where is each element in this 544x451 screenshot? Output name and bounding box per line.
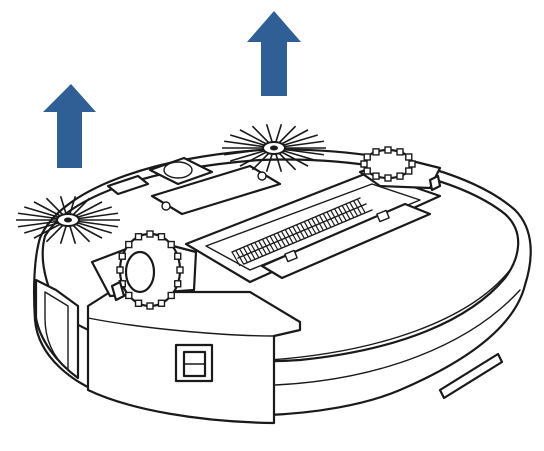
panel-screw-left — [161, 201, 171, 211]
drive-wheel-right — [358, 146, 442, 190]
roller-bristle — [307, 219, 317, 235]
tread-block — [174, 252, 182, 260]
latch-right — [376, 209, 390, 223]
tread-block — [363, 167, 371, 175]
side-brush-left — [16, 196, 120, 244]
tread-block — [405, 167, 413, 175]
roller-bristle — [280, 230, 290, 246]
roller-bristle — [345, 203, 355, 219]
cover-plate — [260, 202, 432, 280]
access-panel — [150, 164, 282, 216]
roller-bristle — [318, 214, 328, 230]
wheel-tread — [116, 230, 184, 310]
tread-block — [396, 172, 404, 180]
roller-bristle — [277, 232, 287, 248]
tread-block — [167, 291, 175, 300]
roller-bristle — [299, 222, 309, 238]
roller-bristle — [258, 240, 268, 256]
roller-bristle — [231, 251, 241, 267]
sensor-box — [106, 174, 150, 196]
roller-bristle — [284, 229, 294, 244]
panel-screw-right — [257, 171, 267, 181]
power-switch — [174, 343, 214, 383]
roller-bristle — [326, 211, 336, 227]
roller-bristle — [235, 250, 245, 265]
roller-bristles — [231, 198, 366, 267]
up-arrow-icon — [247, 11, 301, 96]
roller-bristle — [250, 243, 260, 259]
brush-hub-center — [270, 145, 278, 151]
roller-bristle — [341, 205, 351, 220]
tread-block — [157, 299, 166, 307]
tread-block — [384, 146, 392, 154]
side-slot-right — [438, 352, 504, 400]
tread-block — [360, 160, 368, 168]
side-brush-right — [222, 124, 326, 172]
latch-left — [284, 249, 298, 263]
rim-line-lower — [274, 289, 521, 386]
robot-body — [32, 146, 532, 425]
brush-hub-center — [64, 217, 72, 223]
up-arrow-icon — [43, 84, 96, 168]
roller-bristle — [273, 234, 283, 249]
tread-block — [405, 153, 413, 161]
wheel-right — [362, 148, 414, 180]
roller-bristle — [261, 238, 271, 254]
roller-bristle — [311, 218, 321, 233]
tread-block — [125, 240, 133, 249]
tread-block — [146, 302, 154, 310]
tread-block — [134, 299, 143, 307]
roller-bristle — [356, 198, 366, 214]
lift-arrow-right — [247, 11, 301, 96]
rim-line — [269, 269, 511, 361]
tread-block — [118, 252, 126, 260]
tread-block — [174, 280, 182, 288]
tread-block — [372, 172, 380, 180]
roller-bristle — [269, 235, 279, 251]
tread-block — [372, 148, 380, 156]
brush-compartment-inner — [205, 183, 421, 271]
tread-block — [146, 230, 154, 238]
roller-bristle — [322, 213, 332, 228]
lift-arrow-left — [43, 84, 96, 168]
roller-bristle — [288, 227, 298, 243]
roller-bristle — [254, 242, 264, 257]
roller-bristle — [353, 200, 363, 216]
wheel-tread — [360, 146, 416, 182]
tread-block — [116, 266, 124, 274]
tread-block — [384, 174, 392, 182]
roller-bristle — [330, 210, 340, 225]
side-panel-detail — [44, 291, 69, 371]
contact-left — [110, 280, 126, 302]
tread-block — [134, 233, 143, 241]
tread-block — [176, 266, 184, 274]
roller-bristle — [334, 208, 344, 224]
roller-bristle — [303, 221, 313, 236]
roller-bristle — [292, 226, 302, 241]
contact-right — [428, 174, 442, 192]
tread-block — [157, 233, 166, 241]
caster-wheel — [163, 161, 193, 179]
tread-block — [363, 153, 371, 161]
tread-block — [396, 148, 404, 156]
roller-bristle — [349, 202, 359, 217]
roller-bristle — [239, 248, 249, 264]
roller-bristle — [242, 246, 252, 262]
roller-bristle — [246, 245, 256, 260]
tread-block — [167, 240, 175, 249]
wheel-hub-left — [124, 250, 156, 294]
roller-bristle — [265, 237, 275, 252]
roller-bristle — [315, 216, 325, 232]
tread-block — [125, 291, 133, 300]
roller-bristle — [296, 224, 306, 240]
bumper-edge — [87, 317, 275, 337]
tread-block — [408, 160, 416, 168]
roller-bristle — [337, 206, 347, 222]
